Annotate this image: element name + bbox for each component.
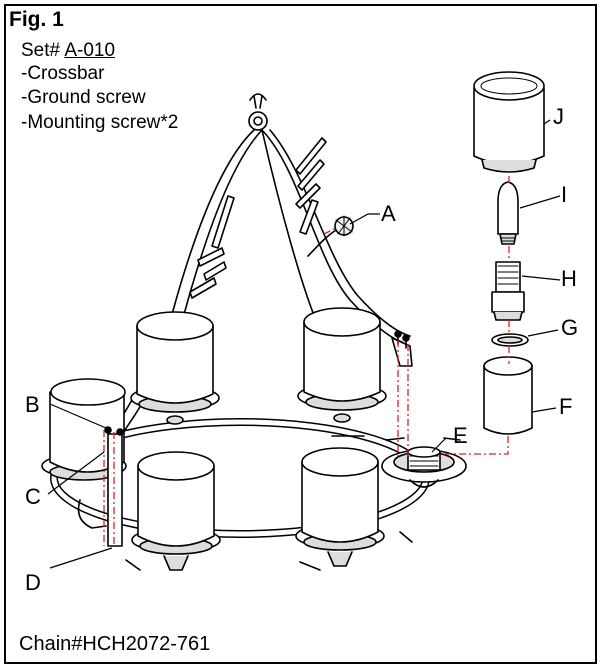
part-j-shade [473,71,545,173]
vertical-bracket [104,426,124,547]
part-ground-screw: -Ground screw [21,87,146,108]
leaf-decoration-right [295,137,327,235]
set-code: A-010 [64,40,116,61]
part-a-wire-nut [307,215,354,257]
chain-number: Chain#HCH2072-761 [19,633,211,655]
candle-front-right [295,447,385,567]
callout-i: I [561,182,568,207]
callout-b: B [25,392,40,417]
candle-front-left [131,451,221,571]
part-mounting-screw: -Mounting screw*2 [21,112,179,133]
callout-d: D [25,570,41,595]
set-prefix: Set# [21,40,65,61]
part-h-socket [491,261,525,321]
top-loop [248,93,268,131]
right-bracket [391,330,413,367]
callout-g: G [561,315,579,340]
callout-leaders [47,119,561,569]
part-i-bulb [497,181,519,245]
callout-a: A [381,201,396,226]
callout-c: C [25,484,41,509]
part-g-ring [491,333,529,347]
socket-cup-e [381,437,467,488]
ring-supports [125,435,413,571]
part-crossbar: -Crossbar [21,63,105,84]
part-f-sleeve [483,356,533,435]
callout-f: F [559,394,573,419]
leaf-decoration-left [189,195,235,299]
set-number: Set# A-010 [21,41,115,60]
figure-frame [4,4,597,664]
figure-title: Fig. 1 [9,8,64,31]
callout-j: J [553,104,564,129]
callout-e: E [453,423,468,448]
callout-h: H [561,266,577,291]
candle-back-left [130,311,220,425]
candle-back-right [297,307,387,423]
alignment-guides [103,176,510,546]
